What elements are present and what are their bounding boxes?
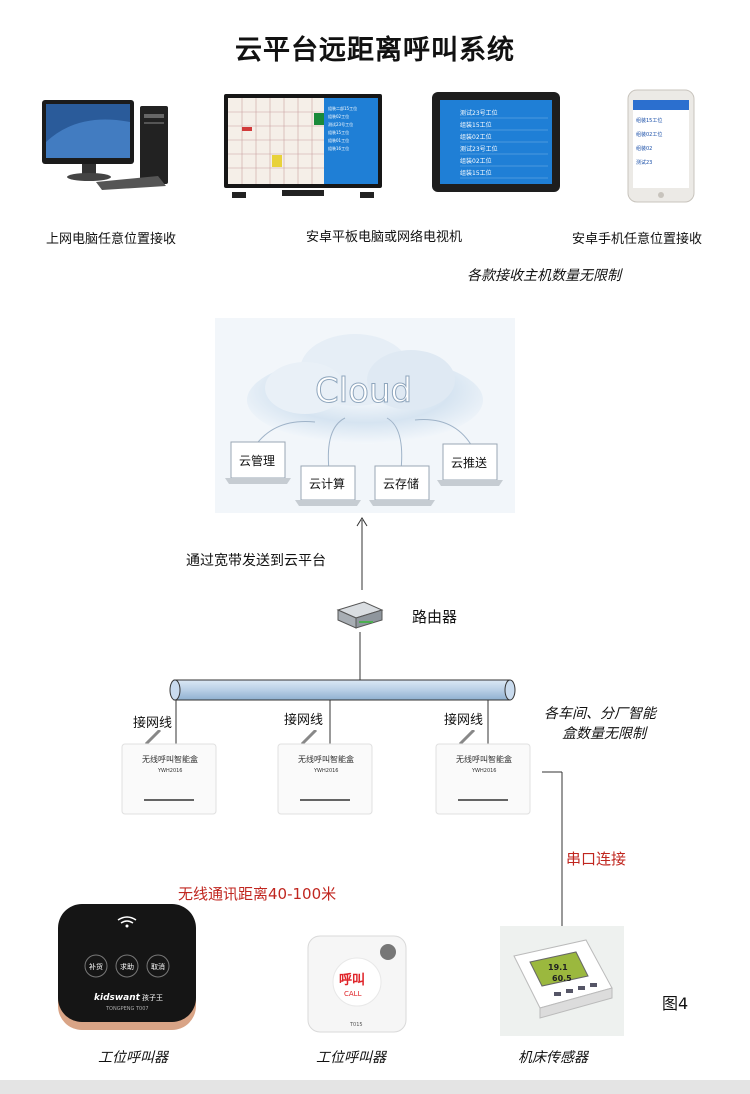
svg-text:T015: T015 (349, 1022, 363, 1028)
caller-label-1: 工位呼叫器 (98, 1050, 168, 1066)
service-label-management: 云管理 (239, 453, 275, 468)
svg-text:取消: 取消 (151, 962, 165, 971)
svg-text:kidswant: kidswant (94, 993, 141, 1003)
svg-text:19.1: 19.1 (548, 963, 568, 972)
screen-row-tv-rows-0: 组装二部15工位 (328, 105, 357, 111)
smartbox-device-2: 无线呼叫智能盒 YWH2016 (277, 730, 373, 815)
figure-label: 图4 (662, 994, 689, 1013)
screen-row-tv-rows-3: 组装15工位 (328, 129, 349, 135)
screen-row-tv-rows-5: 组装16工位 (328, 145, 349, 151)
screen-row-tablet-rows-4: 组装02工位 (460, 157, 492, 165)
svg-text:无线呼叫智能盒: 无线呼叫智能盒 (298, 754, 354, 764)
screen-row-phone-rows-0: 组装15工位 (636, 117, 662, 124)
screen-row-phone-rows-3: 测试23 (636, 159, 652, 166)
broadband-label: 通过宽带发送到云平台 (186, 553, 326, 569)
screen-row-tv-rows-2: 测试23号工位 (328, 121, 353, 127)
serial-connection-line (542, 771, 563, 926)
router-link-line (359, 632, 361, 682)
screen-row-tablet-rows-2: 组装02工位 (460, 133, 492, 141)
receiver-label-phone: 安卓手机任意位置接收 (572, 232, 703, 247)
caller-label-2: 工位呼叫器 (316, 1050, 386, 1066)
svg-text:呼叫: 呼叫 (339, 972, 365, 988)
router-icon (336, 601, 384, 629)
screen-row-phone-rows-1: 组装02工位 (636, 131, 662, 138)
laptop-cloud-storage: 云存储 (369, 465, 435, 506)
smartbox-device-1: 无线呼叫智能盒 YWH2016 (121, 730, 217, 815)
svg-text:求助: 求助 (120, 962, 134, 971)
screen-row-phone-rows-2: 组装02 (636, 145, 652, 152)
wifi-icon (117, 916, 137, 924)
smartbox-note-line1: 各车间、分厂智能 (544, 706, 656, 722)
laptop-cloud-management: 云管理 (225, 441, 291, 484)
svg-text:无线呼叫智能盒: 无线呼叫智能盒 (142, 754, 198, 764)
upload-arrow-icon (356, 517, 368, 590)
cloud-word: Cloud (315, 371, 412, 411)
network-drop-lines (175, 700, 489, 746)
network-label-3: 接网线 (444, 713, 484, 728)
screen-row-tv-rows-1: 组装02工位 (328, 113, 349, 119)
svg-text:YWH2016: YWH2016 (157, 768, 182, 774)
cloud-diagram: Cloud 云管理 云计算 云存储 云推送 (215, 318, 515, 513)
network-label-2: 接网线 (284, 713, 324, 728)
svg-text:YWH2016: YWH2016 (471, 768, 496, 774)
receivers-note: 各款接收主机数量无限制 (467, 268, 621, 284)
sensor-label: 机床传感器 (518, 1050, 588, 1066)
station-caller-device-2: 呼叫 CALL T015 (307, 935, 407, 1033)
machine-sensor-device: 19.1 60.5 (500, 926, 624, 1036)
screen-row-tablet-rows-5: 组装15工位 (460, 169, 492, 177)
laptop-cloud-computing: 云计算 (295, 465, 361, 506)
svg-text:孩子王: 孩子王 (142, 993, 163, 1002)
svg-text:CALL: CALL (344, 990, 362, 998)
screen-row-tablet-rows-3: 测试23号工位 (460, 145, 498, 153)
router-label: 路由器 (412, 608, 458, 626)
laptop-cloud-push: 云推送 (437, 443, 503, 486)
receiver-label-pc: 上网电脑任意位置接收 (46, 232, 177, 247)
serial-label: 串口连接 (566, 850, 627, 868)
station-caller-device-1: 补货 求助 取消 kidswant 孩子王 TONGPENG T007 (58, 904, 196, 1030)
smartbox-device-3: 无线呼叫智能盒 YWH2016 (435, 730, 531, 815)
svg-text:补货: 补货 (89, 962, 103, 971)
screen-row-tablet-rows-1: 组装15工位 (460, 121, 492, 129)
bottom-strip (0, 1080, 750, 1094)
screen-row-tablet-rows-0: 测试23号工位 (460, 109, 498, 117)
screen-row-tv-rows-4: 组装01工位 (328, 137, 349, 143)
service-label-storage: 云存储 (383, 476, 419, 491)
desktop-computer-icon (42, 100, 168, 190)
service-label-push: 云推送 (451, 455, 487, 470)
svg-text:60.5: 60.5 (552, 974, 572, 983)
svg-text:TONGPENG T007: TONGPENG T007 (105, 1006, 149, 1012)
network-label-1: 接网线 (133, 716, 173, 731)
receiver-label-tv: 安卓平板电脑或网络电视机 (306, 230, 463, 245)
wireless-range-label: 无线通讯距离40-100米 (178, 885, 337, 903)
page-title: 云平台远距离呼叫系统 (235, 35, 515, 66)
network-bus-pipe (169, 679, 516, 701)
smartbox-note-line2: 盒数量无限制 (562, 726, 646, 742)
svg-text:无线呼叫智能盒: 无线呼叫智能盒 (456, 754, 512, 764)
svg-text:YWH2016: YWH2016 (313, 768, 338, 774)
service-label-computing: 云计算 (309, 476, 345, 491)
